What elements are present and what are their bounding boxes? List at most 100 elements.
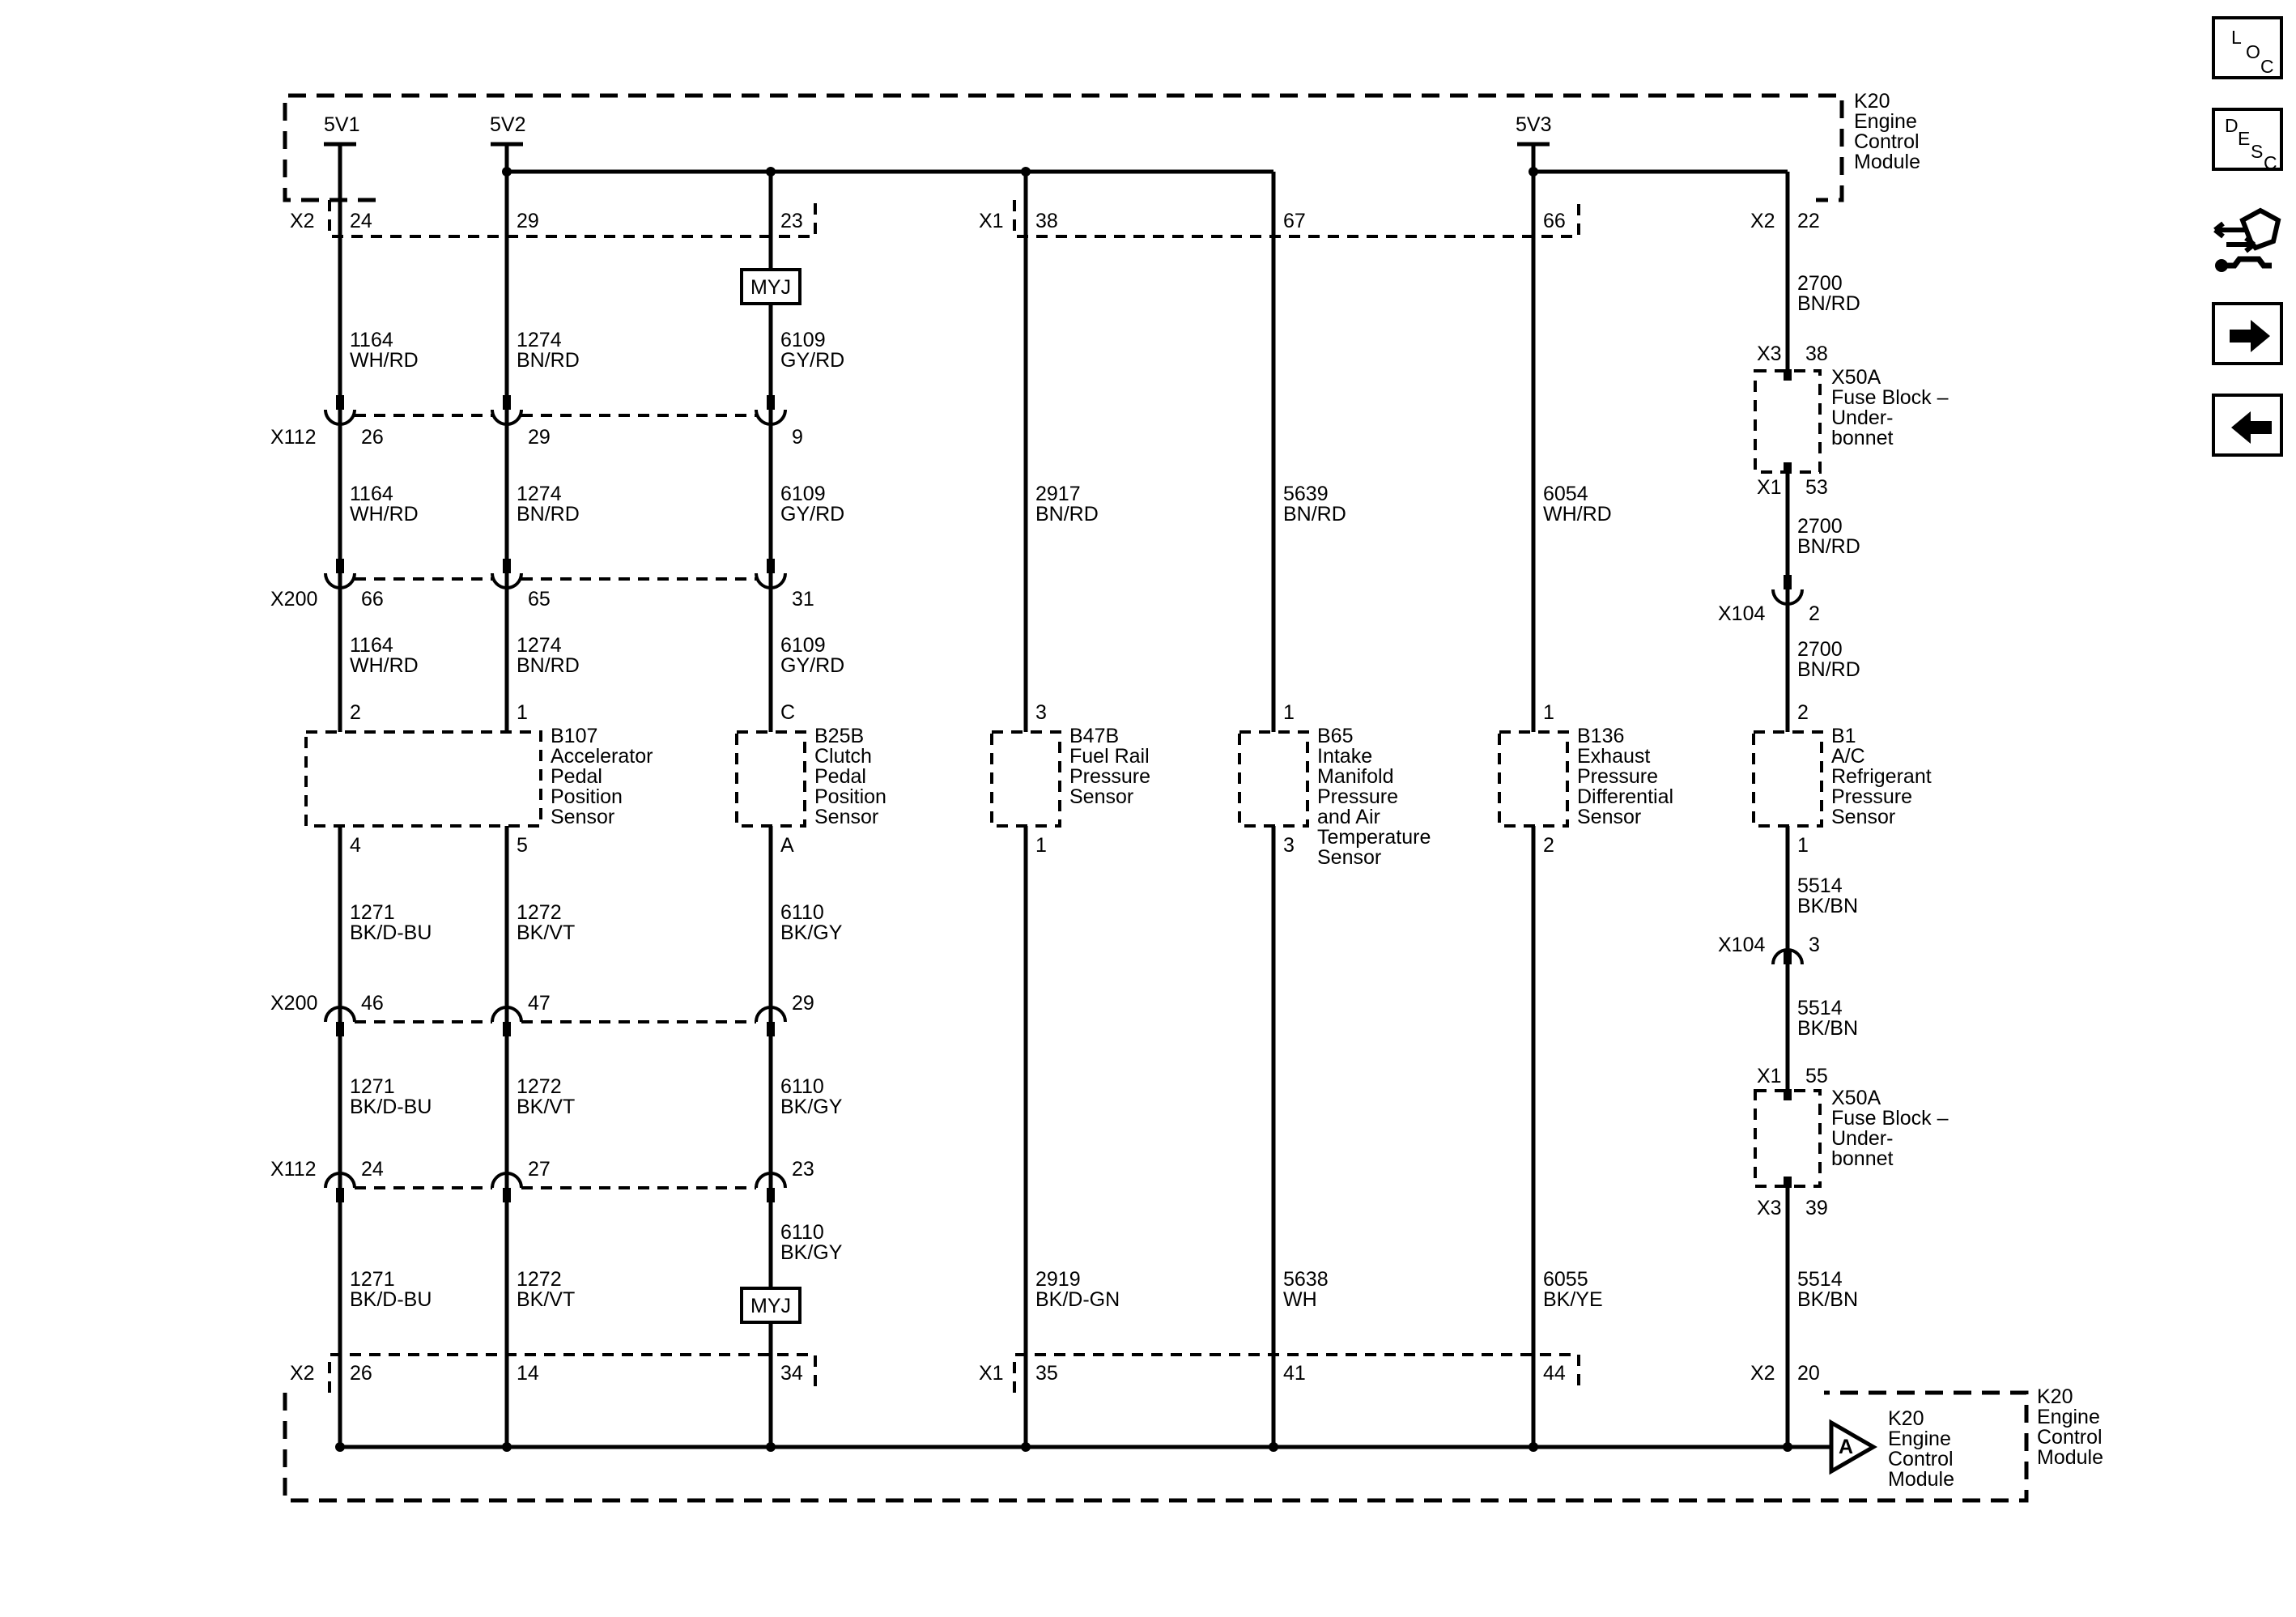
sensor-b136-box bbox=[1498, 730, 1569, 828]
wire-label: GY/RD bbox=[780, 349, 844, 372]
wire-label: 1274 bbox=[517, 483, 562, 505]
wire-label: BN/RD bbox=[517, 349, 580, 372]
svg-text:Sensor: Sensor bbox=[1317, 846, 1381, 869]
svg-text:Sensor: Sensor bbox=[1831, 806, 1895, 828]
svg-text:Fuel Rail: Fuel Rail bbox=[1069, 745, 1150, 768]
wire-label: GY/RD bbox=[780, 654, 844, 677]
top-x2-label: X2 bbox=[290, 210, 315, 232]
wire-label: BN/RD bbox=[1797, 535, 1860, 558]
top-pin-4: 38 bbox=[1035, 210, 1058, 232]
x104-bottom-label: X104 bbox=[1718, 934, 1765, 956]
wire-label: BK/VT bbox=[517, 1096, 575, 1118]
x2-bottom-connector-left bbox=[328, 1353, 817, 1393]
wire-label: 6110 bbox=[780, 901, 824, 924]
supply-5v1: 5V1 bbox=[324, 113, 359, 136]
wire-label: BK/D-BU bbox=[350, 1288, 432, 1311]
fuse-pin-label: 55 bbox=[1805, 1065, 1828, 1087]
location-button[interactable]: L O C bbox=[2212, 16, 2283, 79]
top-pin-1: 24 bbox=[350, 210, 372, 232]
offpage-reference-label: Control bbox=[1888, 1448, 1954, 1470]
x200-bottom-connector bbox=[324, 1006, 787, 1023]
next-page-button[interactable] bbox=[2212, 302, 2283, 365]
pin-label: 3 bbox=[1283, 834, 1295, 857]
svg-text:A/C: A/C bbox=[1831, 745, 1865, 768]
wire-label: 1271 bbox=[350, 1268, 395, 1291]
svg-text:Manifold: Manifold bbox=[1317, 765, 1394, 788]
bottom-x2-label-right: X2 bbox=[1750, 1362, 1775, 1385]
pin-label: 31 bbox=[792, 588, 814, 611]
wire-label: 1272 bbox=[517, 1268, 562, 1291]
fuse-block-label: X50A bbox=[1831, 1087, 1881, 1109]
pin-label: 2 bbox=[1543, 834, 1554, 857]
wire-label: BK/D-GN bbox=[1035, 1288, 1120, 1311]
wire-label: BN/RD bbox=[1797, 292, 1860, 315]
wire-label: 6110 bbox=[780, 1075, 824, 1098]
connector-wrench-icon bbox=[2213, 207, 2281, 272]
pin-label: 26 bbox=[361, 426, 384, 449]
previous-page-button[interactable] bbox=[2212, 394, 2283, 457]
pin-label: 41 bbox=[1283, 1362, 1306, 1385]
fuse-conn-label: X1 bbox=[1757, 1065, 1782, 1087]
pin-label: 1 bbox=[517, 701, 528, 724]
pin-label: 29 bbox=[792, 992, 814, 1015]
fuse-block-label: Fuse Block – bbox=[1831, 1107, 1949, 1130]
arrow-left-icon bbox=[2231, 411, 2272, 444]
svg-text:Sensor: Sensor bbox=[1069, 785, 1133, 808]
fuse-block-label: Under- bbox=[1831, 406, 1893, 429]
svg-text:B47B: B47B bbox=[1069, 725, 1119, 747]
wire-label: 2917 bbox=[1035, 483, 1081, 505]
svg-text:and Air: and Air bbox=[1317, 806, 1380, 828]
fuse-block-label: X50A bbox=[1831, 366, 1881, 389]
svg-text:B1: B1 bbox=[1831, 725, 1856, 747]
x200-top-connector bbox=[324, 572, 787, 589]
pin-label: 24 bbox=[361, 1158, 384, 1181]
top-x1-label: X1 bbox=[979, 210, 1004, 232]
fuse-block-label: Fuse Block – bbox=[1831, 386, 1949, 409]
x1-bottom-connector bbox=[1013, 1353, 1580, 1393]
pin-label: 2 bbox=[350, 701, 361, 724]
wire-label: 1164 bbox=[350, 483, 393, 505]
supply-5v2: 5V2 bbox=[490, 113, 525, 136]
pin-label: 29 bbox=[528, 426, 551, 449]
pin-label: A bbox=[780, 834, 794, 857]
ecm-top-label-1: K20 bbox=[1854, 90, 1890, 113]
ecm-top-box bbox=[283, 93, 1844, 202]
wire-label: 1271 bbox=[350, 901, 395, 924]
wire-label: WH/RD bbox=[350, 503, 419, 526]
pin-label: 27 bbox=[528, 1158, 551, 1181]
sensor-b65-box bbox=[1238, 730, 1309, 828]
sensor-b107-label: B107 Accelerator Pedal Position Sensor bbox=[551, 725, 653, 828]
fuse-block-label: bonnet bbox=[1831, 427, 1894, 449]
wire-label: 5514 bbox=[1797, 997, 1843, 1019]
sensor-b107-box bbox=[304, 730, 542, 828]
fuse-block-label: Under- bbox=[1831, 1127, 1893, 1150]
top-x2-label-right: X2 bbox=[1750, 210, 1775, 232]
description-button[interactable]: D E S C bbox=[2212, 108, 2283, 173]
x104-top-label: X104 bbox=[1718, 602, 1765, 625]
pin-label: 1 bbox=[1035, 834, 1047, 857]
pin-label: 35 bbox=[1035, 1362, 1058, 1385]
x104-connector bbox=[1771, 589, 1804, 965]
pin-label: 20 bbox=[1797, 1362, 1820, 1385]
sensor-b25b-label: B25B Clutch Pedal Position Sensor bbox=[814, 725, 887, 828]
connector-diagnostic-button[interactable] bbox=[2210, 202, 2288, 280]
wire-label: WH/RD bbox=[1543, 503, 1612, 526]
pin-label: 5 bbox=[517, 834, 528, 857]
wire-label: GY/RD bbox=[780, 503, 844, 526]
splice-myj-bottom bbox=[740, 1287, 801, 1324]
wire-label: 1271 bbox=[350, 1075, 395, 1098]
svg-text:Pedal: Pedal bbox=[551, 765, 602, 788]
svg-text:Intake: Intake bbox=[1317, 745, 1372, 768]
wire-label: BK/YE bbox=[1543, 1288, 1603, 1311]
wire-label: 1272 bbox=[517, 1075, 562, 1098]
offpage-reference-triangle[interactable] bbox=[1829, 1419, 1878, 1475]
pin-label: 47 bbox=[528, 992, 551, 1015]
supply-5v3: 5V3 bbox=[1516, 113, 1551, 136]
wire-label: BN/RD bbox=[517, 503, 580, 526]
pin-label: 1 bbox=[1797, 834, 1809, 857]
wire-label: BN/RD bbox=[1283, 503, 1346, 526]
wire-label: 2919 bbox=[1035, 1268, 1081, 1291]
fuse-block-label: bonnet bbox=[1831, 1147, 1894, 1170]
pin-label: 23 bbox=[792, 1158, 814, 1181]
